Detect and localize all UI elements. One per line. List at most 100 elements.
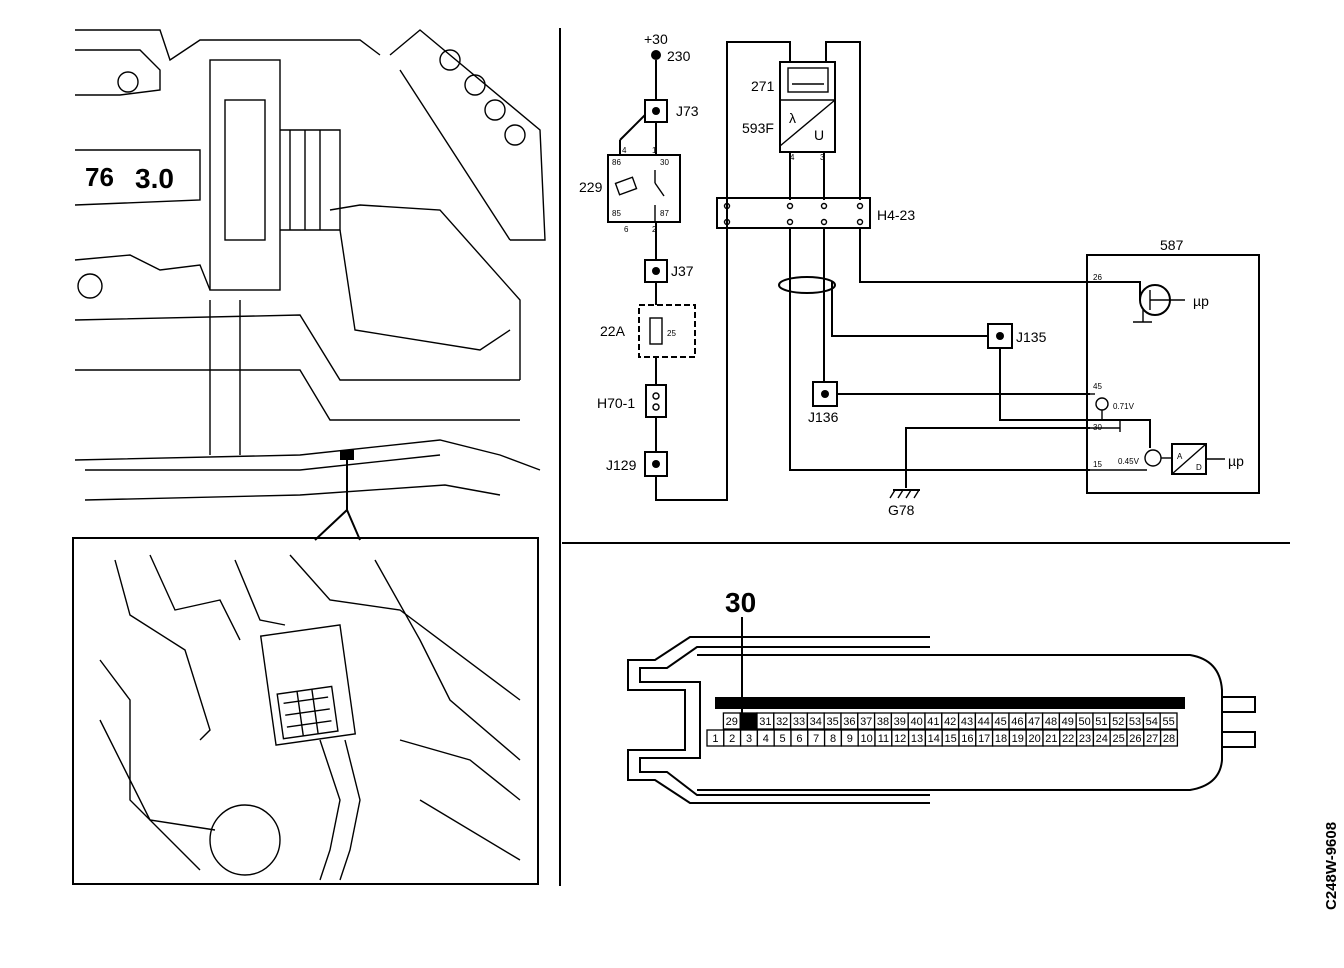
connector-pin-37: 37 (857, 712, 876, 730)
ecu-label: 587 (1160, 237, 1184, 253)
svg-text:15: 15 (1093, 460, 1102, 469)
connector-pin-12: 12 (891, 729, 910, 747)
connector-pin-32: 32 (773, 712, 792, 730)
svg-text:54: 54 (1146, 716, 1158, 728)
connector-pin-18: 18 (991, 729, 1011, 747)
engine-badge: 3.0 (135, 163, 174, 194)
svg-text:12: 12 (894, 733, 906, 745)
svg-text:31: 31 (759, 716, 771, 728)
svg-text:55: 55 (1162, 716, 1174, 728)
svg-text:1: 1 (712, 733, 718, 745)
svg-text:6: 6 (624, 225, 629, 234)
micro-top: µp (1193, 293, 1209, 309)
sensor-heater-271 (787, 67, 829, 93)
svg-text:24: 24 (1096, 733, 1108, 745)
svg-text:47: 47 (1028, 716, 1040, 728)
svg-text:9: 9 (847, 733, 853, 745)
svg-text:30: 30 (660, 158, 669, 167)
wiring-schematic: +30 230 J73 229 4 1 86 30 85 87 6 2 J37 (579, 31, 1260, 518)
connector-h4-23 (716, 197, 871, 229)
connector-pin-3: 3 (739, 729, 759, 747)
connector-pin-42: 42 (941, 712, 960, 730)
splice-230-label: 230 (667, 48, 691, 64)
connector-pin-8: 8 (823, 729, 843, 747)
sensor-label: 593F (742, 120, 774, 136)
connector-pin-5: 5 (773, 729, 792, 747)
engine-badge-left: 76 (85, 162, 114, 192)
svg-text:50: 50 (1078, 716, 1090, 728)
connector-pin-33: 33 (789, 712, 809, 730)
svg-text:45: 45 (1093, 382, 1102, 391)
connector-pin-36: 36 (840, 712, 859, 730)
svg-text:28: 28 (1163, 733, 1175, 745)
connector-pin-9: 9 (840, 729, 859, 747)
connector-pin-19: 19 (1008, 729, 1027, 747)
svg-text:22: 22 (1062, 733, 1074, 745)
connector-pin-2: 2 (723, 729, 742, 747)
svg-text:44: 44 (978, 716, 990, 728)
svg-text:8: 8 (830, 733, 836, 745)
svg-text:14: 14 (928, 733, 940, 745)
svg-text:37: 37 (860, 716, 872, 728)
connector-pin-41: 41 (924, 712, 943, 730)
ground-label: G78 (888, 502, 915, 518)
connector-pin-24: 24 (1092, 729, 1111, 747)
svg-text:5: 5 (780, 733, 786, 745)
connector-h70-1-label: H70-1 (597, 395, 635, 411)
svg-text:6: 6 (796, 733, 802, 745)
connector-pin-16: 16 (958, 729, 977, 747)
svg-text:45: 45 (994, 716, 1006, 728)
fuse-block-22a (638, 304, 696, 358)
connector-pin-29: 29 (722, 712, 741, 730)
connector-pin-14: 14 (924, 729, 943, 747)
svg-text:D: D (1196, 463, 1202, 472)
svg-text:2: 2 (652, 225, 657, 234)
connector-h4-23-label: H4-23 (877, 207, 915, 223)
svg-text:23: 23 (1079, 733, 1091, 745)
svg-text:34: 34 (810, 716, 822, 728)
svg-text:3: 3 (820, 153, 825, 162)
svg-text:18: 18 (995, 733, 1007, 745)
svg-text:42: 42 (944, 716, 956, 728)
svg-text:17: 17 (978, 733, 990, 745)
svg-text:85: 85 (612, 209, 621, 218)
connector-location-marker (340, 450, 354, 460)
svg-text:38: 38 (877, 716, 889, 728)
connector-pin-35: 35 (823, 712, 842, 730)
connector-pin-52: 52 (1109, 712, 1128, 730)
svg-text:35: 35 (826, 716, 838, 728)
svg-text:33: 33 (793, 716, 805, 728)
svg-text:87: 87 (660, 209, 669, 218)
connector-pin-20: 20 (1025, 729, 1044, 747)
splice-230-dot (651, 50, 661, 60)
connector-pin-55: 55 (1159, 712, 1178, 730)
connector-pin-22: 22 (1059, 729, 1078, 747)
svg-text:36: 36 (843, 716, 855, 728)
connector-label-strip (715, 697, 1185, 709)
svg-text:29: 29 (726, 716, 738, 728)
svg-text:15: 15 (944, 733, 956, 745)
connector-pin-21: 21 (1042, 729, 1061, 747)
pin-callout: 30 (725, 587, 756, 618)
relay-229 (607, 154, 681, 223)
svg-text:7: 7 (813, 733, 819, 745)
svg-text:19: 19 (1012, 733, 1024, 745)
connector-pin-11: 11 (874, 729, 893, 747)
svg-text:25: 25 (1112, 733, 1124, 745)
svg-text:27: 27 (1146, 733, 1158, 745)
connector-pin-7: 7 (807, 729, 826, 747)
svg-text:21: 21 (1045, 733, 1057, 745)
voltage-ref-2 (1144, 449, 1162, 467)
svg-text:13: 13 (911, 733, 923, 745)
oxygen-sensor-593f (779, 61, 836, 153)
svg-text:40: 40 (910, 716, 922, 728)
connector-pin-43: 43 (957, 712, 977, 730)
svg-text:1: 1 (652, 146, 657, 155)
relay-label: 229 (579, 179, 603, 195)
connector-pin-31: 31 (756, 712, 775, 730)
detail-inset-frame (72, 537, 539, 885)
ecu-587 (1086, 254, 1260, 494)
svg-text:51: 51 (1095, 716, 1107, 728)
connector-pin-54: 54 (1142, 712, 1161, 730)
